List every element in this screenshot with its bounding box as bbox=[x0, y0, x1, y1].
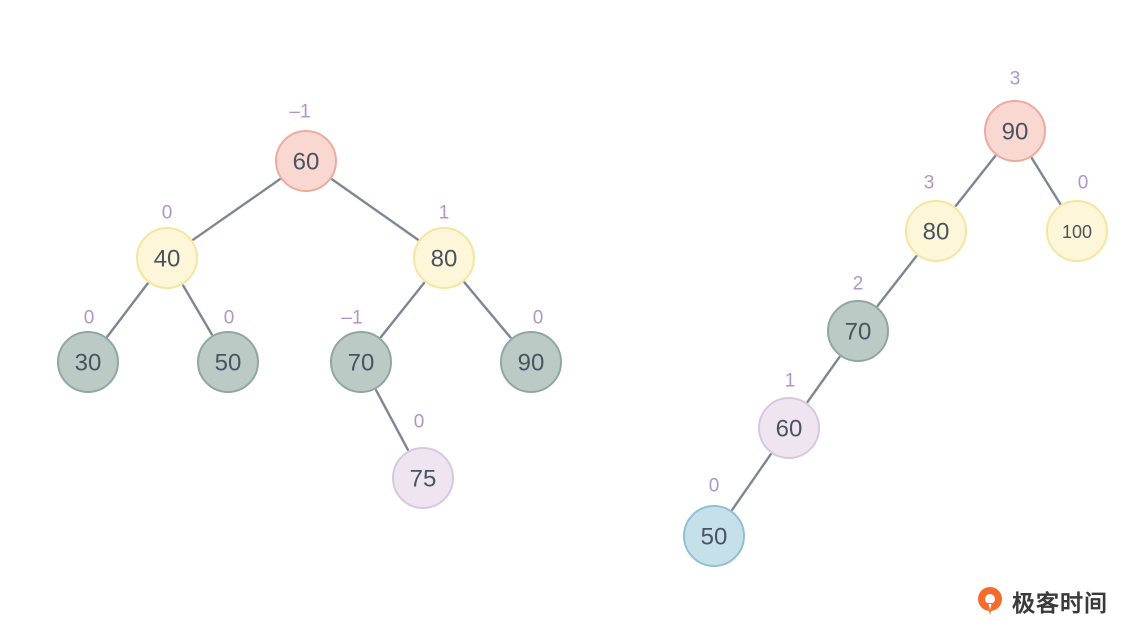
edges-layer bbox=[106, 154, 1062, 511]
node-circle bbox=[197, 331, 259, 393]
edge-40-30 bbox=[106, 282, 149, 338]
geektime-logo: 极客时间 bbox=[974, 584, 1108, 618]
balance-factor: 0 bbox=[1078, 173, 1089, 194]
balance-factor: 0 bbox=[224, 308, 235, 329]
node-circle bbox=[330, 331, 392, 393]
balance-factor: 0 bbox=[414, 412, 425, 433]
balance-factor: 0 bbox=[162, 203, 173, 224]
right-node-90: 90 3 bbox=[984, 69, 1046, 162]
left-node-60: 60 –1 bbox=[275, 102, 337, 192]
node-circle bbox=[57, 331, 119, 393]
balance-factor: 0 bbox=[709, 476, 720, 497]
node-circle bbox=[905, 200, 967, 262]
node-value: 70 bbox=[845, 319, 872, 346]
node-circle bbox=[683, 505, 745, 567]
node-circle bbox=[136, 227, 198, 289]
balance-factor: 1 bbox=[785, 371, 796, 392]
balance-factor: 3 bbox=[1010, 69, 1021, 90]
left-node-50: 50 0 bbox=[197, 308, 259, 393]
node-circle bbox=[758, 397, 820, 459]
left-node-90: 90 0 bbox=[500, 308, 562, 393]
node-circle bbox=[500, 331, 562, 393]
balance-factor: –1 bbox=[289, 102, 310, 123]
left-node-80: 80 1 bbox=[413, 203, 475, 289]
node-value: 100 bbox=[1062, 222, 1092, 242]
edge-80-70 bbox=[876, 255, 918, 307]
edge-70-60 bbox=[806, 355, 841, 404]
left-node-70: 70 –1 bbox=[330, 308, 392, 393]
node-value: 90 bbox=[518, 350, 545, 377]
node-circle bbox=[392, 447, 454, 509]
node-circle bbox=[827, 300, 889, 362]
left-node-75: 75 0 bbox=[392, 412, 454, 509]
left-node-40: 40 0 bbox=[136, 203, 198, 289]
edge-90-100 bbox=[1030, 156, 1062, 206]
node-value: 60 bbox=[776, 416, 803, 443]
right-node-100: 100 0 bbox=[1046, 173, 1108, 262]
edge-40-50 bbox=[181, 284, 214, 336]
node-value: 30 bbox=[75, 350, 102, 377]
node-circle bbox=[1046, 200, 1108, 262]
geektime-logo-icon bbox=[978, 587, 1002, 615]
right-node-80: 80 3 bbox=[905, 173, 967, 262]
balance-factor: –1 bbox=[341, 308, 362, 329]
edge-60-80 bbox=[330, 178, 420, 241]
nodes-layer: 60 –1 40 0 80 1 30 0 50 0 70 –1 90 0 75 0 90 3 80 3 100 0 70 2 6… bbox=[57, 69, 1108, 567]
node-value: 75 bbox=[410, 466, 437, 493]
edge-70-75 bbox=[374, 389, 410, 451]
node-value: 80 bbox=[431, 246, 458, 273]
edge-80-70 bbox=[379, 281, 426, 339]
node-value: 60 bbox=[293, 149, 320, 176]
node-value: 80 bbox=[923, 219, 950, 246]
logo-text: 极客时间 bbox=[1012, 591, 1108, 617]
balance-factor: 0 bbox=[533, 308, 544, 329]
node-value: 40 bbox=[154, 246, 181, 273]
right-node-50: 50 0 bbox=[683, 476, 745, 567]
node-value: 50 bbox=[701, 524, 728, 551]
edge-60-50 bbox=[731, 453, 772, 511]
edge-90-80 bbox=[954, 154, 997, 208]
node-value: 50 bbox=[215, 350, 242, 377]
right-node-70: 70 2 bbox=[827, 274, 889, 362]
balance-factor: 0 bbox=[84, 308, 95, 329]
right-node-60: 60 1 bbox=[758, 371, 820, 459]
node-value: 70 bbox=[348, 350, 375, 377]
node-circle bbox=[984, 100, 1046, 162]
node-value: 90 bbox=[1002, 119, 1029, 146]
edge-80-90 bbox=[463, 281, 512, 339]
balance-factor: 3 bbox=[924, 173, 935, 194]
node-circle bbox=[413, 227, 475, 289]
left-node-30: 30 0 bbox=[57, 308, 119, 393]
balance-factor: 2 bbox=[853, 274, 864, 295]
edge-60-40 bbox=[192, 178, 281, 241]
balance-factor: 1 bbox=[439, 203, 450, 224]
node-circle bbox=[275, 130, 337, 192]
